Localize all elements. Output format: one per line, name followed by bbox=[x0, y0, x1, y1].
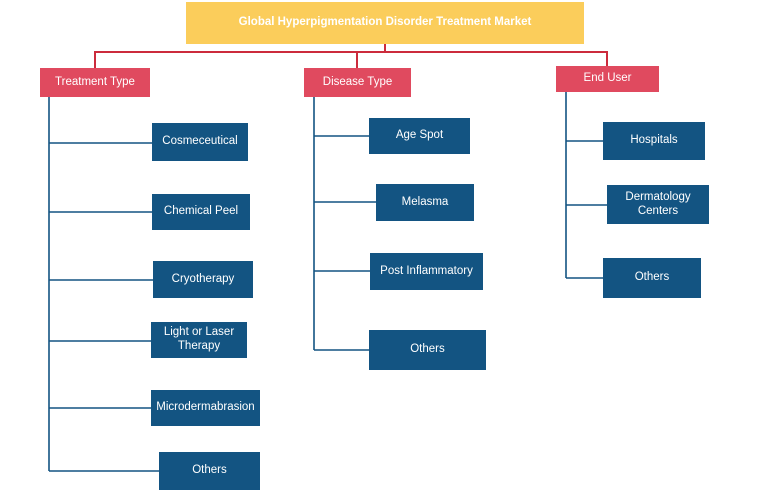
category-disease-type: Disease Type bbox=[304, 68, 411, 97]
treatment-item-chemical-peel: Chemical Peel bbox=[152, 194, 250, 230]
end-user-item-others: Others bbox=[603, 258, 701, 298]
disease-item-age-spot: Age Spot bbox=[369, 118, 470, 154]
diagram-title: Global Hyperpigmentation Disorder Treatm… bbox=[186, 2, 584, 44]
disease-item-melasma: Melasma bbox=[376, 184, 474, 221]
end-user-item-hospitals: Hospitals bbox=[603, 122, 705, 160]
disease-item-others: Others bbox=[369, 330, 486, 370]
treatment-item-cosmeceutical: Cosmeceutical bbox=[152, 123, 248, 161]
treatment-item-cryotherapy: Cryotherapy bbox=[153, 261, 253, 298]
treatment-item-light-or-laser-therapy: Light or Laser Therapy bbox=[151, 322, 247, 358]
treatment-item-others: Others bbox=[159, 452, 260, 490]
end-user-item-dermatology-centers: Dermatology Centers bbox=[607, 185, 709, 224]
treatment-item-microdermabrasion: Microdermabrasion bbox=[151, 390, 260, 426]
category-treatment-type: Treatment Type bbox=[40, 68, 150, 97]
category-end-user: End User bbox=[556, 66, 659, 92]
disease-item-post-inflammatory: Post Inflammatory bbox=[370, 253, 483, 290]
